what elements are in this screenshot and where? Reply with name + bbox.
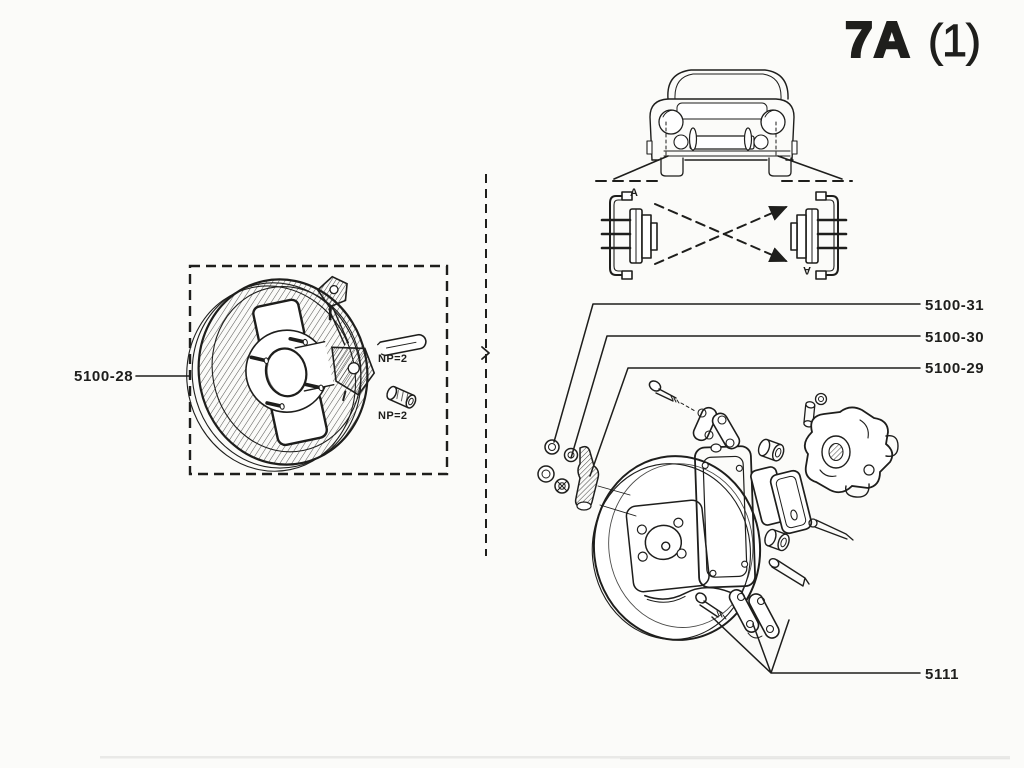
wheel-studs — [249, 336, 324, 410]
hub-view-left — [600, 190, 659, 281]
leader-5100-30 — [570, 335, 921, 459]
brake-caliper — [803, 392, 899, 498]
section-code-suffix: (1) — [928, 15, 980, 66]
swap-arrow-down — [654, 203, 788, 262]
pivot-bolt — [648, 380, 696, 412]
marker-a-right-inverted: A — [803, 264, 811, 276]
hub-view-right — [789, 190, 848, 281]
exploded-backing-plate — [591, 445, 762, 641]
brake-pads — [750, 466, 813, 535]
anchor-bracket — [331, 346, 376, 402]
washer — [563, 447, 579, 463]
fastener-cluster — [537, 439, 637, 517]
anchor-pin-bolt — [695, 592, 727, 620]
split-pin-long — [768, 557, 810, 587]
scan-artifact-line — [100, 756, 1010, 760]
wheel-left — [660, 157, 684, 177]
leader-5100-31 — [553, 303, 921, 443]
headlight-left — [658, 109, 684, 135]
stop-bracket — [574, 445, 600, 510]
backing-plate-drawing — [186, 275, 376, 472]
bushing-lower — [764, 528, 790, 552]
boxed-assembly: 5100-28 — [74, 264, 449, 476]
part-label-5100-28: 5100-28 — [74, 368, 133, 385]
adjuster-lever — [316, 275, 348, 321]
qty-note-bushing: NP=2 — [378, 410, 407, 422]
part-label-5100-30: 5100-30 — [925, 329, 984, 346]
exploded-assembly — [537, 380, 899, 641]
part-label-5100-29: 5100-29 — [925, 360, 984, 377]
part-labels: 5100-31 5100-30 5100-29 5111 — [553, 297, 984, 683]
section-code: 7A (1) — [844, 11, 982, 70]
section-code-main: 7A — [845, 12, 911, 68]
swap-arrow-up — [654, 206, 788, 265]
section-divider — [481, 174, 490, 556]
wheel-right — [768, 157, 792, 177]
car-front-view — [595, 69, 853, 182]
part-label-5111: 5111 — [925, 666, 959, 683]
split-pin-small — [808, 518, 854, 541]
marker-a-left: A — [630, 187, 638, 199]
part-label-5100-31: 5100-31 — [925, 297, 984, 314]
qty-note-pin: NP=2 — [378, 353, 407, 365]
round-nut — [537, 465, 555, 483]
caliper-mount-frame — [694, 445, 756, 589]
hinge-plates — [692, 406, 741, 453]
hub-locator-views: A A — [600, 187, 848, 281]
bushing-upper — [757, 438, 785, 462]
bushing-boxed — [386, 385, 417, 409]
leader-5100-29 — [589, 367, 921, 477]
shackle-links — [728, 589, 780, 639]
assembly-dashed-box — [188, 264, 449, 476]
hex-nut — [544, 439, 560, 455]
cotter-pin-boxed — [377, 333, 427, 357]
headlight-right — [760, 109, 786, 135]
leader-5111 — [711, 616, 921, 674]
hub-bore — [264, 347, 308, 398]
